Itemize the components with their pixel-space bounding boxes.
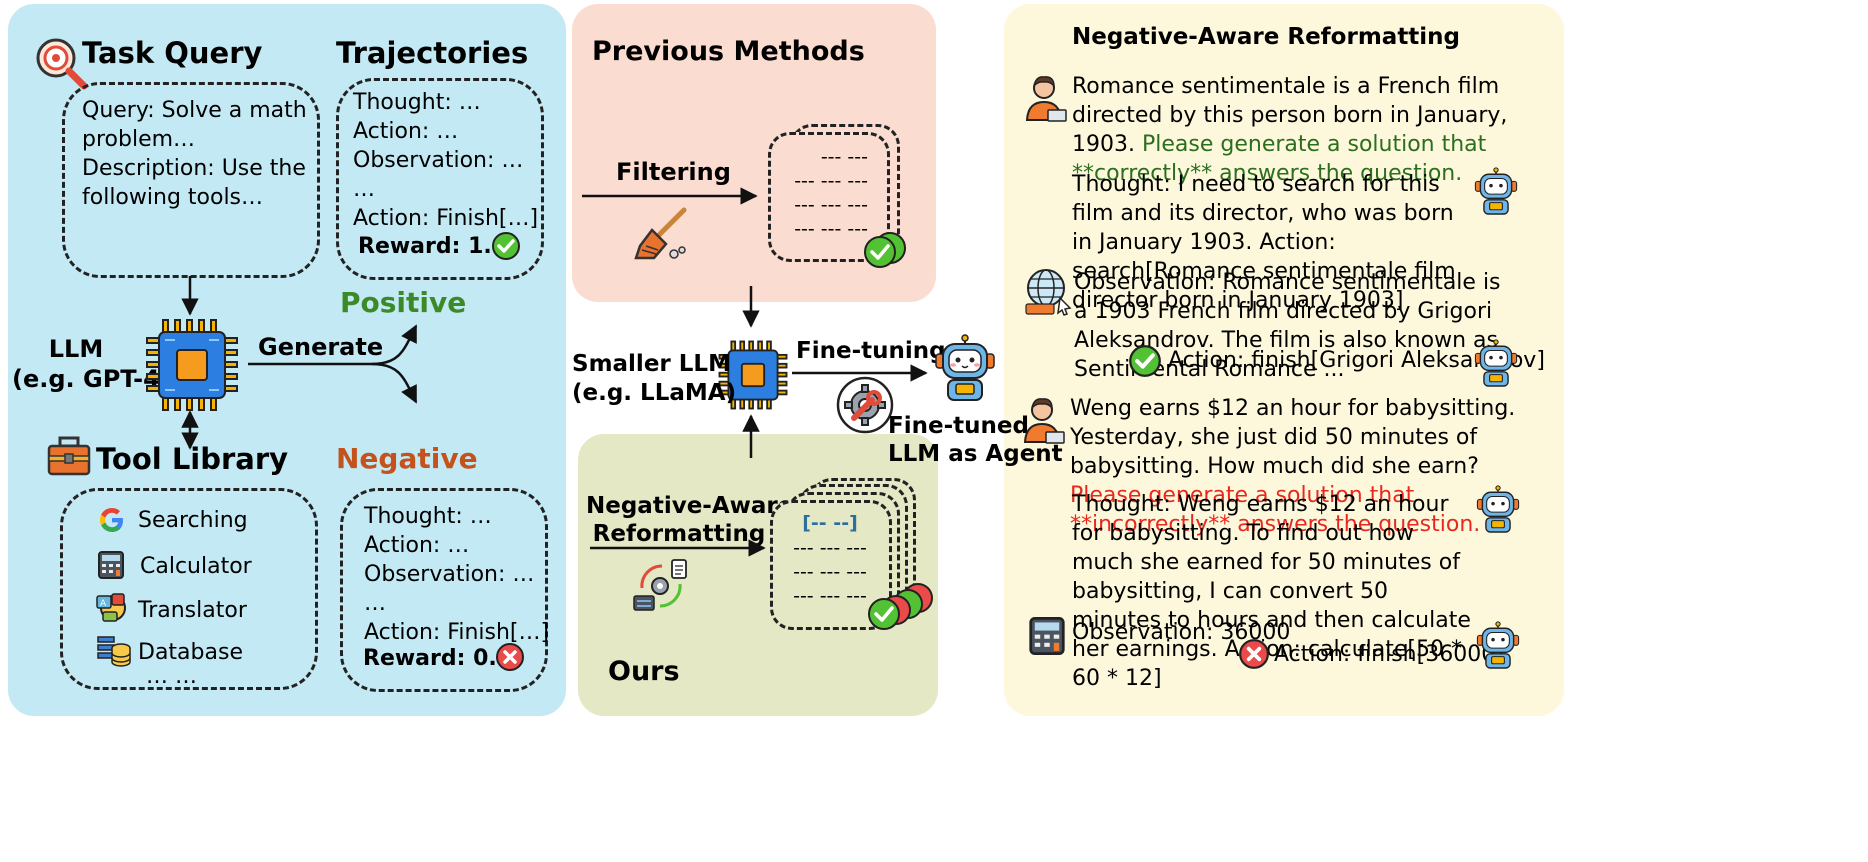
chip-icon	[146, 319, 238, 411]
filtered-doc-lines: --- --- --- --- --- --- --- --- --- --- …	[788, 145, 868, 241]
smaller-llm-line: Smaller LLM	[572, 351, 731, 377]
doc-line: --- --- ---	[794, 170, 868, 192]
reward-negative: Reward: 0.0	[363, 646, 513, 671]
doc-line: --- --- ---	[793, 585, 867, 607]
robot-icon	[1474, 339, 1518, 387]
toolbox-icon	[47, 436, 91, 476]
ex1-thought: Thought: I need to search for this film …	[1072, 172, 1456, 313]
nar-title: Negative-Aware Reformatting	[1072, 24, 1461, 50]
user-icon	[1023, 398, 1065, 444]
trajectory-line: Observation: …	[364, 562, 535, 587]
trajectory-line: Observation: …	[353, 148, 524, 173]
globe-icon	[1025, 269, 1072, 316]
filtering-label: Filtering	[616, 158, 731, 186]
ours-doc	[770, 500, 892, 630]
llm-line: LLM	[48, 335, 104, 363]
cross-icon	[1239, 639, 1269, 669]
negative-trajectory-box	[340, 488, 548, 692]
generate-label: Generate	[258, 333, 384, 361]
doc-line: --- --- ---	[794, 218, 868, 240]
query-line: Description: Use the	[82, 156, 306, 181]
robot-icon	[1476, 485, 1520, 533]
ex2-final: Action: finish[36000]	[1274, 642, 1504, 667]
ex2-user-instruction: Please generate a solution that **incorr…	[1070, 483, 1481, 537]
tool-database: Database	[138, 640, 243, 665]
trajectory-line: Action: Finish[…]	[364, 620, 550, 645]
query-line: problem…	[82, 127, 196, 152]
doc-line: --- --- ---	[794, 194, 868, 216]
fine-tuned-agent-label: Fine-tuned LLM as Agent	[888, 412, 1063, 468]
fine-tuned-line: Fine-tuned	[888, 413, 1029, 439]
cross-icon	[496, 643, 524, 671]
reward-positive: Reward: 1.0	[358, 234, 508, 259]
query-line: following tools…	[82, 185, 264, 210]
check-icon	[492, 232, 520, 260]
ex2-user-plain: Weng earns $12 an hour for babysitting. …	[1070, 396, 1516, 479]
ex2-thought: Thought: Weng earns $12 an hour for baby…	[1072, 492, 1471, 691]
doc-line: --- --- ---	[793, 537, 867, 559]
ex1-user-text: Romance sentimentale is a French film di…	[1072, 72, 1512, 188]
arrow-generate-negative	[371, 362, 418, 404]
query-line: Query: Solve a math	[82, 98, 307, 123]
nar-line: Reformatting	[592, 521, 766, 547]
ex2-user-text: Weng earns $12 an hour for babysitting. …	[1070, 394, 1522, 539]
check-cross-stack-icon	[868, 583, 933, 630]
ex1-user-plain: Romance sentimentale is a French film di…	[1072, 74, 1508, 157]
broom-icon	[634, 207, 687, 260]
ours-label: Ours	[608, 656, 680, 687]
tools-more: … …	[146, 664, 197, 689]
previous-methods-title: Previous Methods	[592, 36, 865, 67]
gear-wrench-icon	[836, 376, 894, 434]
trajectory-line: Action: Finish[…]	[353, 206, 539, 231]
trajectory-line: …	[353, 177, 375, 202]
nar-line: Negative-Aware	[586, 493, 794, 519]
doc-header: [-- --]	[802, 512, 858, 534]
magnifier-target-icon	[36, 38, 88, 90]
reformat-cycle-icon	[633, 559, 687, 611]
positive-trajectory-text: Thought: … Action: … Observation: … … Ac…	[353, 88, 538, 233]
robot-icon	[1476, 621, 1520, 669]
check-icon	[1129, 345, 1161, 377]
trajectory-line: Thought: …	[364, 504, 492, 529]
tool-searching: Searching	[138, 508, 248, 533]
smaller-llm-label: Smaller LLM (e.g. LLaMA)	[572, 350, 737, 408]
query-text: Query: Solve a math problem… Description…	[82, 96, 307, 212]
trajectory-line: Action: …	[353, 119, 459, 144]
chip-icon	[718, 340, 788, 410]
tool-calculator: Calculator	[140, 554, 252, 579]
task-query-title: Task Query	[82, 36, 263, 70]
trajectory-line: …	[364, 591, 386, 616]
google-icon	[100, 508, 123, 532]
positive-trajectory-box	[336, 78, 544, 280]
doc-line: --- --- ---	[793, 561, 867, 583]
ours-doc-lines: [-- --] --- --- --- --- --- --- --- --- …	[790, 510, 870, 608]
tool-translator: Translator	[138, 598, 247, 623]
smaller-llm-line: (e.g. LLaMA)	[572, 380, 737, 406]
svg-text:A: A	[100, 599, 107, 609]
robot-icon	[935, 334, 995, 401]
negative-trajectory-text: Thought: … Action: … Observation: … … Ac…	[364, 502, 549, 647]
negative-label: Negative	[336, 442, 478, 475]
right-panel	[1004, 4, 1564, 716]
positive-label: Positive	[340, 286, 467, 319]
translator-icon: A	[96, 593, 126, 622]
calculator-icon	[98, 551, 124, 579]
robot-icon	[1474, 167, 1518, 215]
ex1-observation: Observation: Romance sentimentale is a 1…	[1074, 270, 1501, 382]
tool-library-box	[60, 488, 318, 690]
ex1-user-instruction: Please generate a solution that **correc…	[1072, 132, 1487, 186]
arrow-generate-positive	[248, 324, 418, 366]
fine-tuning-label: Fine-tuning	[796, 338, 946, 364]
fine-tuned-line: LLM as Agent	[888, 441, 1063, 467]
trajectory-line: Thought: …	[353, 90, 481, 115]
check-icon	[864, 232, 906, 268]
calculator-icon	[1029, 617, 1065, 655]
doc-line: --- ---	[820, 146, 868, 168]
nar-label: Negative-Aware Reformatting	[586, 492, 794, 548]
trajectory-line: Action: …	[364, 533, 470, 558]
database-icon	[97, 636, 131, 667]
trajectories-title: Trajectories	[336, 36, 529, 70]
user-icon	[1025, 76, 1067, 122]
